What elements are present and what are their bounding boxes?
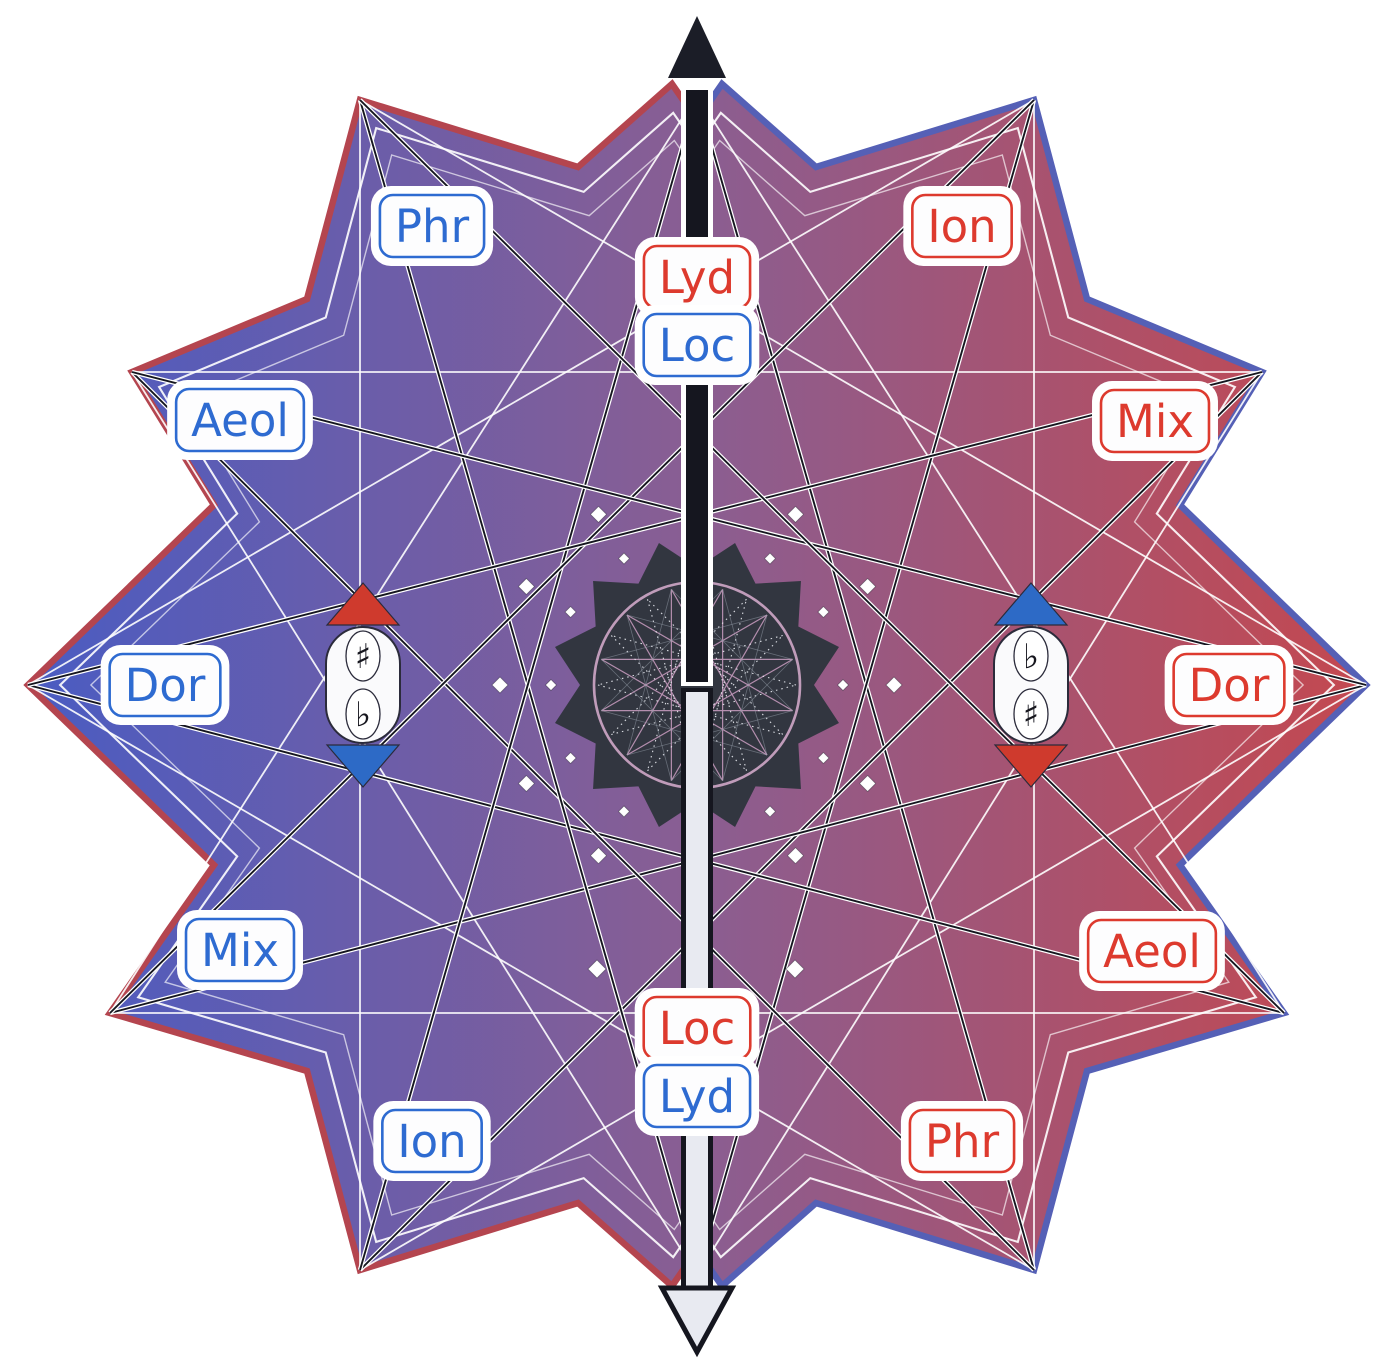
down-triangle-icon-right <box>993 744 1069 788</box>
up-triangle-icon-left <box>325 582 401 626</box>
mode-label-ion-blue: Ion <box>373 1101 491 1181</box>
mode-label-loc-blue: Loc <box>634 305 760 385</box>
mode-label-phr-red: Phr <box>900 1101 1024 1181</box>
sharp-icon: ♯ <box>355 637 371 677</box>
axis-top-bar <box>686 90 708 682</box>
mode-label-text: Ion <box>927 200 996 253</box>
mode-label-dor-red: Dor <box>1164 645 1294 725</box>
accidental-indicator-left: ♯♭ <box>325 582 401 788</box>
mode-label-text: Loc <box>659 1002 736 1055</box>
diamond-markers <box>491 505 903 979</box>
up-triangle-icon-right <box>993 582 1069 626</box>
mode-label-text: Lyd <box>659 251 735 304</box>
mode-label-aeol-blue: Aeol <box>167 380 313 460</box>
mode-label-dor-blue: Dor <box>100 645 230 725</box>
mode-label-aeol-red: Aeol <box>1079 911 1225 991</box>
up-arrow-icon <box>668 16 726 78</box>
down-arrow-icon <box>657 1285 737 1358</box>
mode-label-text: Aeol <box>191 394 289 447</box>
mode-label-text: Loc <box>659 319 736 372</box>
sharp-icon: ♯ <box>1023 695 1039 735</box>
chord-lines <box>27 94 1367 1276</box>
mode-label-text: Phr <box>395 200 470 253</box>
flat-icon: ♭ <box>355 695 371 735</box>
mode-label-text: Phr <box>925 1115 1000 1168</box>
down-triangle-icon-left <box>325 744 401 788</box>
mode-label-text: Ion <box>397 1115 466 1168</box>
mode-label-text: Lyd <box>659 1070 735 1123</box>
mode-label-lyd-blue: Lyd <box>634 1056 760 1136</box>
mode-label-text: Dor <box>1189 659 1270 712</box>
mode-label-lyd-red: Lyd <box>634 237 760 317</box>
mode-label-mix-blue: Mix <box>177 910 303 990</box>
mode-label-mix-red: Mix <box>1092 381 1218 461</box>
mode-label-text: Dor <box>125 659 206 712</box>
flat-icon: ♭ <box>1023 637 1039 677</box>
mode-labels: LydLocIonMixDorAeolPhrLocLydIonMixDorAeo… <box>100 186 1294 1181</box>
mode-label-phr-blue: Phr <box>370 186 494 266</box>
mode-label-ion-red: Ion <box>903 186 1021 266</box>
mode-label-text: Mix <box>1116 395 1194 448</box>
mode-label-loc-red: Loc <box>634 988 760 1068</box>
mode-label-text: Aeol <box>1103 925 1201 978</box>
mode-label-text: Mix <box>201 924 279 977</box>
accidental-indicator-right: ♭♯ <box>993 582 1069 788</box>
